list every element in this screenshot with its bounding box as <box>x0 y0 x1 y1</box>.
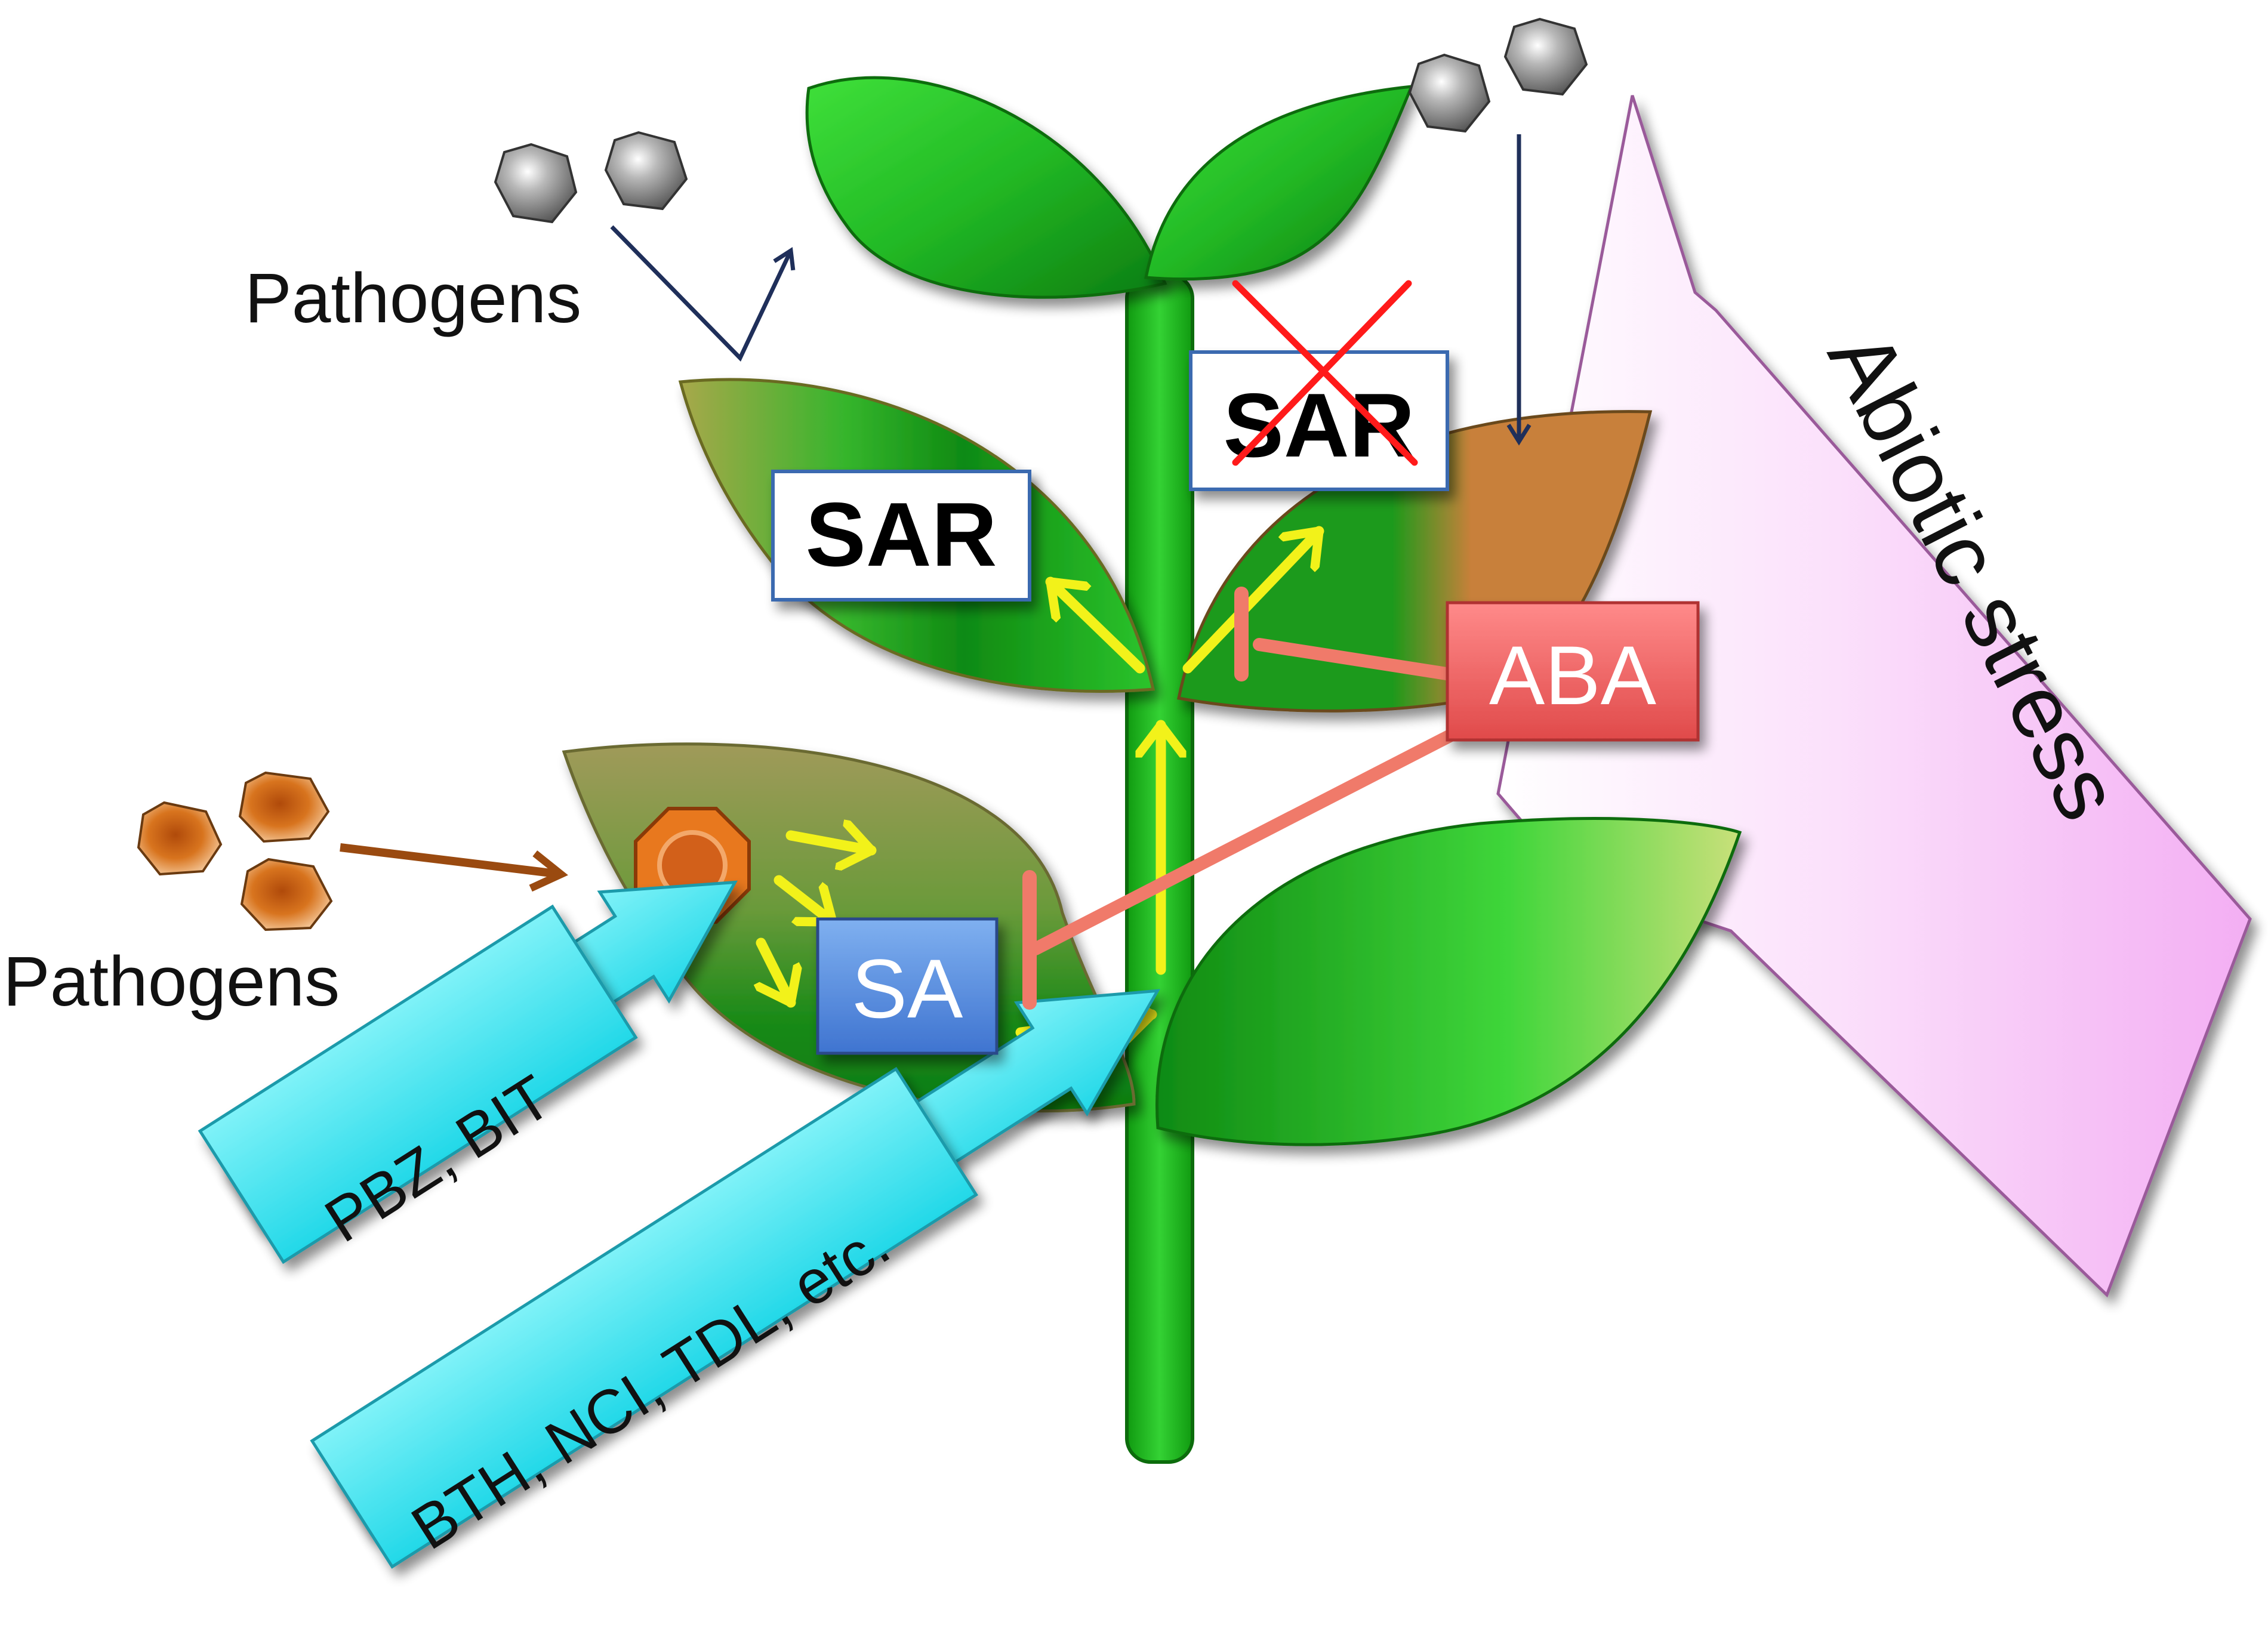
pathogen-grey-4 <box>1503 17 1588 96</box>
top-left-leaf <box>805 76 1167 299</box>
aba-label: ABA <box>1489 628 1657 722</box>
bth-group-box <box>310 1066 978 1569</box>
sa-label: SA <box>852 942 963 1035</box>
pathogen-orange-1 <box>137 801 223 876</box>
pathogen-orange-2 <box>238 771 330 843</box>
pathogen-grey-1 <box>494 143 578 224</box>
sar-label-right: SAR <box>1224 375 1415 476</box>
pathogen-orange-3 <box>240 858 333 932</box>
pathogen-grey-2 <box>604 131 688 211</box>
sar-box-left <box>771 470 1031 602</box>
top-right-leaf <box>1144 85 1414 281</box>
sa-box <box>816 917 999 1055</box>
pathogens-label-left: Pathogens <box>3 942 340 1021</box>
aba-box <box>1446 601 1700 742</box>
pathogen-arrow-left <box>340 843 568 892</box>
lower-right-leaf <box>1155 817 1742 1146</box>
blocked-cross <box>1232 280 1418 466</box>
pbz-bit-box <box>198 904 638 1265</box>
sar-label-left: SAR <box>806 484 997 585</box>
aba-inhibition <box>1022 587 1460 1010</box>
pathogen-grey-3 <box>1408 53 1491 133</box>
pathogen-arrow-top-left <box>610 225 796 362</box>
pathogens-label-top: Pathogens <box>245 259 581 338</box>
